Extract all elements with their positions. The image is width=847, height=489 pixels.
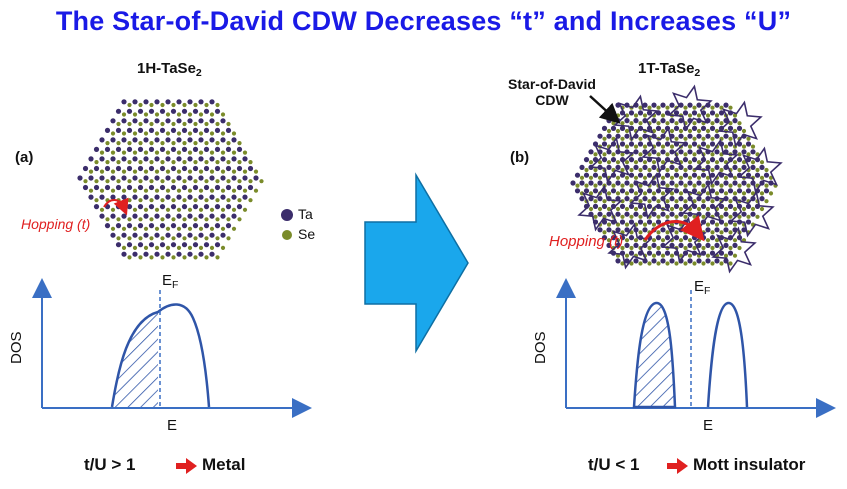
page-title: The Star-of-David CDW Decreases “t” and … [55, 6, 792, 36]
upper-hubbard-band [706, 301, 749, 408]
lattice-1h-tase2 [77, 99, 264, 260]
dos-ylabel-left: DOS [8, 331, 25, 364]
conclusion-result-left: Metal [202, 455, 246, 474]
dos-plot-right [556, 278, 836, 418]
material-label-left: 1H-TaSe2 [137, 60, 202, 79]
panel-label-b: (b) [510, 149, 530, 166]
panel-label-a: (a) [15, 149, 34, 166]
hopping-label-right: Hopping (t) [549, 233, 624, 250]
hopping-label-left: Hopping (t) [21, 216, 91, 232]
se-legend-label: Se [298, 226, 316, 242]
dos-xlabel-left: E [167, 417, 178, 434]
hopping-arrow-left [103, 197, 129, 216]
fermi-label-right: EF [694, 278, 711, 297]
star-of-david-clusters [577, 84, 783, 274]
result-arrow-left [176, 458, 197, 474]
conclusion-prefix-left: t/U > 1 [84, 455, 136, 474]
conclusion-result-right: Mott insulator [693, 455, 806, 474]
occupied-states-left [112, 312, 158, 407]
hopping-arrow-right [643, 215, 705, 242]
dos-plot-left [32, 278, 312, 418]
material-label-right: 1T-TaSe2 [638, 60, 701, 79]
ta-legend-label: Ta [298, 206, 313, 222]
dos-xlabel-right: E [703, 417, 714, 434]
lower-hubbard-band [632, 301, 677, 409]
cdw-label: Star-of-David CDW [508, 76, 596, 108]
se-legend-icon [282, 230, 292, 240]
transition-arrow [364, 172, 469, 354]
ta-legend-icon [281, 209, 293, 221]
result-arrow-right [667, 458, 688, 474]
dos-ylabel-right: DOS [532, 331, 549, 364]
cdw-pointer-arrow [589, 95, 621, 124]
dos-curve-left [110, 303, 211, 408]
conclusion-prefix-right: t/U < 1 [588, 455, 640, 474]
fermi-label-left: EF [162, 272, 179, 291]
